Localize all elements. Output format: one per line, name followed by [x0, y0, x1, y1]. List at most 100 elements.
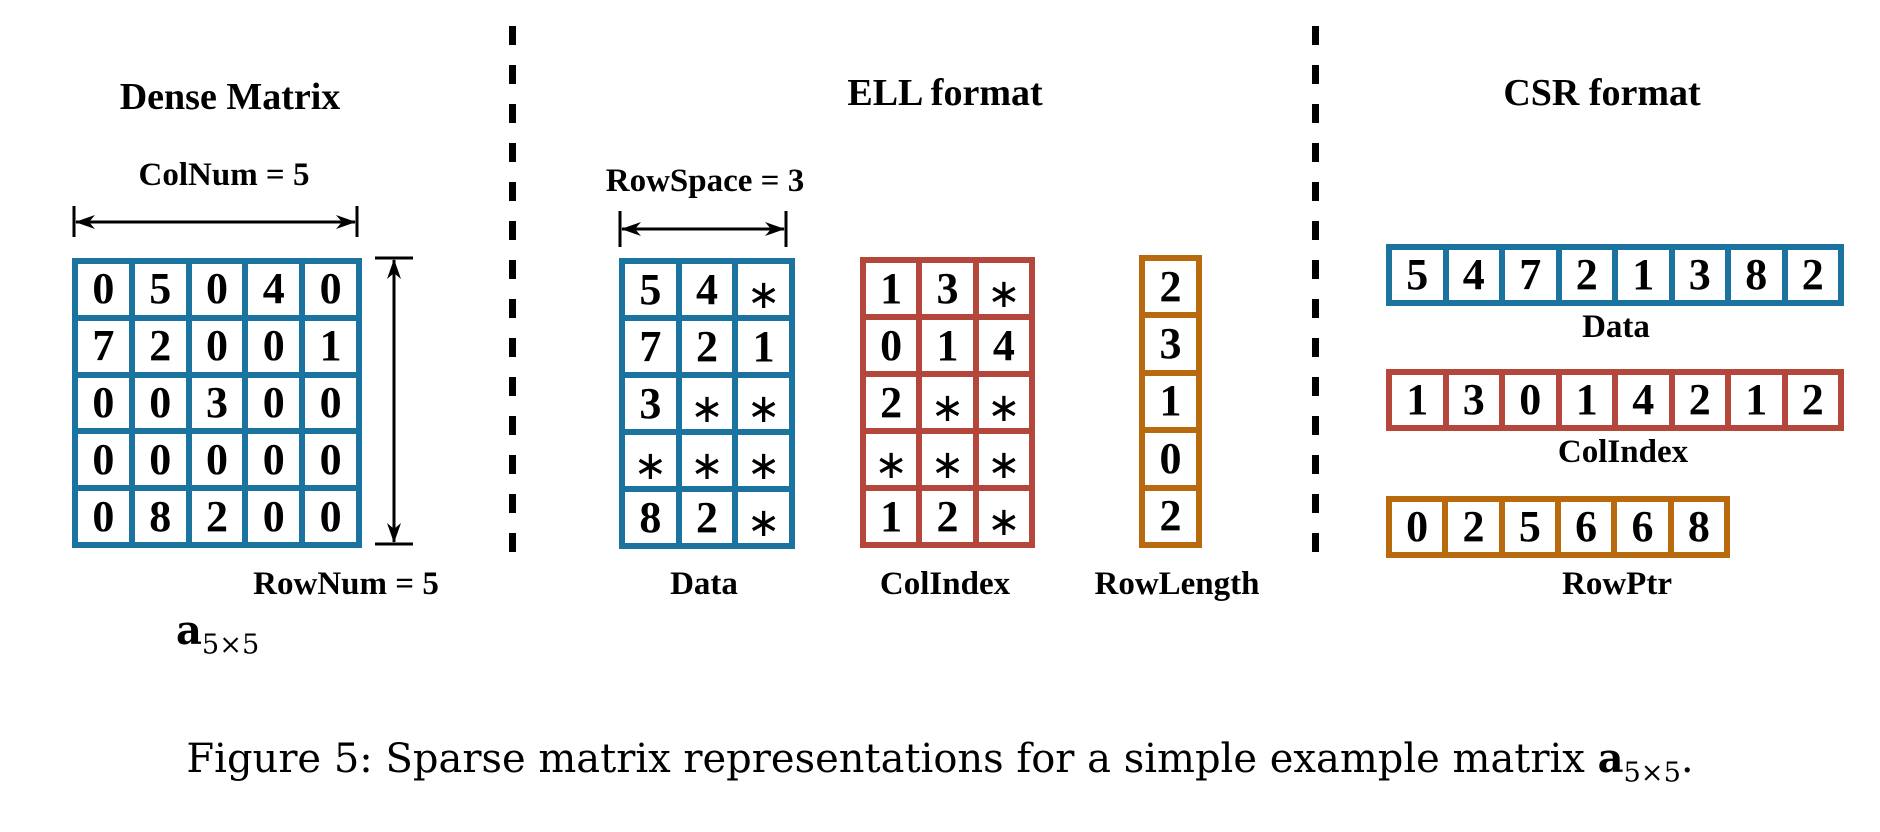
grid-cell: 1 — [922, 320, 973, 371]
grid-cell: 4 — [978, 320, 1029, 371]
grid-cell: 2 — [1561, 250, 1612, 300]
grid-cell: ∗ — [978, 434, 1029, 485]
matrix-symbol-sub: 5×5 — [201, 629, 260, 661]
rowspace-arrow — [618, 211, 788, 247]
matrix-symbol-var: a — [176, 607, 202, 654]
grid-cell: 8 — [625, 492, 676, 543]
grid-cell: 0 — [78, 264, 129, 315]
grid-cell: 2 — [922, 491, 973, 542]
grid-cell: 2 — [681, 321, 733, 372]
grid-cell: 0 — [1145, 433, 1196, 485]
grid-cell: 7 — [78, 320, 129, 372]
matrix-symbol: a5×5 — [176, 607, 259, 661]
grid-cell: ∗ — [738, 264, 789, 315]
grid-cell: 0 — [305, 491, 356, 542]
grid-cell: 4 — [1448, 250, 1499, 300]
csr-rowptr-label: RowPtr — [1562, 566, 1672, 602]
grid-cell: 2 — [866, 377, 917, 428]
grid-cell: ∗ — [922, 434, 973, 485]
grid-cell: 1 — [866, 263, 917, 314]
grid-cell: 3 — [191, 377, 243, 429]
grid-cell: 0 — [1505, 375, 1556, 425]
grid-cell: 4 — [1618, 375, 1669, 425]
grid-cell: 1 — [1145, 375, 1196, 428]
grid-cell: 8 — [1673, 502, 1724, 552]
ell-data-label: Data — [670, 566, 738, 602]
ell-colindex-label: ColIndex — [879, 566, 1011, 602]
grid-cell: 3 — [1145, 318, 1196, 370]
grid-cell: 4 — [248, 264, 300, 315]
caption-text: Figure 5: Sparse matrix representations … — [186, 736, 1598, 782]
divider-left — [509, 26, 516, 572]
grid-cell: 5 — [134, 264, 186, 315]
grid-cell: 0 — [78, 491, 129, 542]
grid-cell: 2 — [1674, 375, 1725, 425]
grid-cell: 0 — [191, 434, 243, 486]
grid-cell: ∗ — [681, 435, 733, 486]
caption-sub: 5×5 — [1623, 757, 1681, 789]
grid-cell: ∗ — [978, 263, 1029, 314]
grid-cell: 0 — [305, 264, 356, 315]
grid-cell: 5 — [625, 264, 676, 315]
ell-rowlength-label: RowLength — [1094, 566, 1260, 602]
grid-cell: 0 — [248, 434, 300, 486]
grid-cell: 6 — [1617, 502, 1668, 552]
grid-cell: ∗ — [866, 434, 917, 485]
grid-cell: ∗ — [738, 378, 789, 429]
csr-format-title: CSR format — [1503, 72, 1701, 114]
caption-var: a — [1597, 735, 1624, 782]
grid-cell: 0 — [134, 434, 186, 486]
grid-cell: 0 — [78, 377, 129, 429]
grid-cell: 6 — [1560, 502, 1612, 552]
rownum-label: RowNum = 5 — [253, 566, 439, 602]
grid-cell: ∗ — [978, 377, 1029, 428]
grid-cell: 2 — [191, 491, 243, 542]
grid-cell: 8 — [1731, 250, 1782, 300]
grid-cell: 0 — [305, 377, 356, 429]
grid-cell: 2 — [681, 492, 733, 543]
figure-caption: Figure 5: Sparse matrix representations … — [186, 735, 1693, 789]
grid-cell: 7 — [625, 321, 676, 372]
grid-cell: 1 — [1618, 250, 1669, 300]
grid-cell: 3 — [625, 378, 676, 429]
divider-right — [1312, 26, 1319, 572]
grid-cell: 4 — [681, 264, 733, 315]
grid-cell: 1 — [1561, 375, 1612, 425]
grid-cell: 3 — [1674, 250, 1725, 300]
grid-cell: 0 — [248, 491, 300, 542]
grid-cell: 1 — [1392, 375, 1443, 425]
colnum-arrow — [72, 206, 359, 237]
grid-cell: 0 — [248, 377, 300, 429]
grid-cell: 0 — [248, 320, 300, 372]
grid-cell: 5 — [1392, 250, 1443, 300]
grid-cell: ∗ — [681, 378, 733, 429]
grid-cell: 0 — [78, 434, 129, 486]
grid-cell: ∗ — [738, 492, 789, 543]
grid-cell: 1 — [866, 491, 917, 542]
grid-cell: ∗ — [625, 435, 676, 486]
grid-cell: 0 — [305, 434, 356, 486]
grid-cell: 7 — [1505, 250, 1556, 300]
grid-cell: ∗ — [922, 377, 973, 428]
csr-colindex-label: ColIndex — [1557, 434, 1689, 470]
grid-cell: 2 — [1787, 250, 1838, 300]
grid-cell: 1 — [1731, 375, 1782, 425]
grid-cell: 2 — [1145, 261, 1196, 313]
grid-cell: 1 — [738, 321, 789, 372]
grid-cell: ∗ — [978, 491, 1029, 542]
grid-cell: 8 — [134, 491, 186, 542]
grid-cell: 2 — [1448, 502, 1499, 552]
grid-cell: 0 — [1392, 502, 1443, 552]
grid-cell: 3 — [922, 263, 973, 314]
grid-cell: 0 — [191, 320, 243, 372]
colnum-label: ColNum = 5 — [138, 157, 310, 193]
grid-cell: 3 — [1448, 375, 1499, 425]
